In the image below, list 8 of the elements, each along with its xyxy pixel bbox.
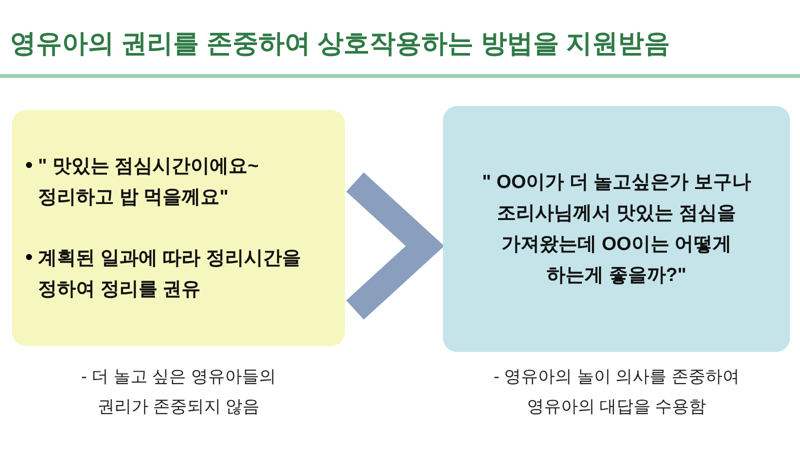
content-box [12, 110, 345, 346]
note-text: - 더 놀고 싶은 영유아들의 권리가 존중되지 않음 [80, 366, 277, 418]
title: 영유아의 권리를 존중하여 상호작용하는 방법을 지원받음 [10, 30, 670, 56]
bullet-text: " 맛있는 점심시간이에요~ 정리하고 밥 먹을께요" [38, 155, 260, 210]
note-text: - 영유아의 놀이 의사를 존중하여 영유아의 대답을 수용함 [492, 366, 740, 418]
quote-text: " OO이가 더 놀고싶은가 보구나 조리사님께서 맛있는 점심을 가져왔는데 OO이는 어떻게 하는게 좋을까?" [481, 171, 752, 288]
bullet-text: 계획된 일과에 따라 정리시간을 정하여 정리를 권유 [38, 247, 302, 302]
content-box [443, 106, 790, 352]
